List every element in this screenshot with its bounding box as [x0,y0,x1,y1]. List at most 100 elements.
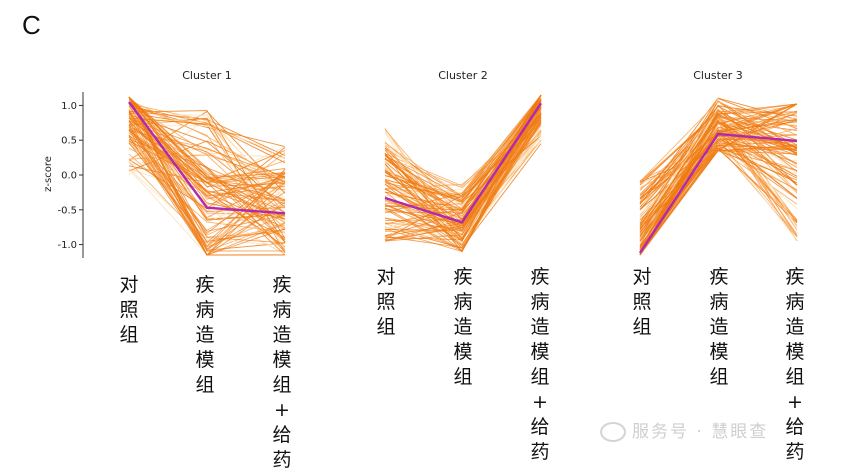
profile-line [128,120,285,256]
profile-line [639,116,798,256]
profile-line [128,118,286,178]
category-label-char: 病 [709,291,729,313]
profile-line [128,110,286,157]
category-label-char: 疾 [272,274,292,296]
profile-line [384,115,542,253]
y-axis-label: z-score [43,156,54,192]
cluster-1-title: Cluster 1 [182,69,232,82]
profile-line [639,113,798,225]
category-label-char: 模 [272,349,292,371]
profile-line [128,161,286,244]
category-label: 疾病造模组 [707,265,731,390]
category-label-char: 药 [530,441,550,463]
cluster-1-plot: Cluster 1 1.0 0.5 0.0 -0.5 -1.0 z-score [43,69,286,258]
profile-line [128,96,286,213]
wechat-icon [600,422,626,442]
category-label-char: + [274,399,290,421]
category-label-char: 药 [272,449,292,471]
category-label: 疾病造模组+给药 [783,265,807,465]
profile-line [128,168,286,247]
category-label-char: 疾 [709,266,729,288]
category-label-char: 疾 [195,274,215,296]
category-label-char: 病 [530,291,550,313]
category-label-char: 造 [530,316,550,338]
profile-line [128,96,286,191]
category-label: 疾病造模组 [193,273,217,398]
category-label-char: 给 [272,424,292,446]
category-label-char: 疾 [530,266,550,288]
profile-line [128,134,286,213]
category-label-char: 组 [632,316,652,338]
profile-line [639,103,798,234]
profile-line [128,105,286,148]
profile-line [128,154,286,229]
category-label-char: 对 [119,274,139,296]
profile-line [128,103,286,215]
profile-line [384,122,542,198]
category-label: 疾病造模组 [451,265,475,390]
category-label-char: 组 [195,374,215,396]
watermark: 服务号 · 慧眼查 [600,417,768,442]
profile-line [384,94,542,220]
category-label-char: 给 [530,416,550,438]
category-label-char: 病 [195,299,215,321]
cluster-3-plot: Cluster 3 [638,69,798,256]
category-label-char: + [787,391,803,413]
profile-line [639,147,798,221]
category-label-char: 造 [272,324,292,346]
y-tick-label: -0.5 [57,205,77,216]
profile-line [128,125,286,156]
watermark-text: 服务号 · 慧眼查 [632,422,769,442]
category-label-char: 造 [453,316,473,338]
profile-line [128,105,286,217]
profile-line [128,98,286,197]
profile-line [639,120,798,256]
y-tick-label: 1.0 [61,101,77,112]
cluster-2-plot: Cluster 2 [384,69,542,253]
profile-line [128,120,286,183]
category-label: 对照组 [374,265,398,340]
category-label-char: 照 [119,299,139,321]
category-label-char: 组 [530,366,550,388]
category-label-char: 组 [119,324,139,346]
category-label-char: 组 [272,374,292,396]
profile-line [128,103,286,248]
category-label-char: 疾 [453,266,473,288]
category-label-char: 病 [272,299,292,321]
category-label-char: 模 [530,341,550,363]
category-label: 疾病造模组 + 给药 [270,273,294,473]
category-label: 对照组 [630,265,654,340]
profile-line [384,112,542,251]
category-label-char: 模 [709,341,729,363]
y-tick-label: 0.0 [61,171,77,182]
profile-line [639,103,798,227]
profile-line [128,130,286,217]
category-label-char: 照 [376,291,396,313]
category-label-char: 造 [785,316,805,338]
category-label-char: + [532,391,548,413]
category-label-char: 对 [376,266,396,288]
profile-line [384,130,542,238]
category-label-char: 病 [785,291,805,313]
category-label-char: 疾 [785,266,805,288]
category-label-char: 对 [632,266,652,288]
y-tick-label: -1.0 [57,240,77,251]
category-label-char: 模 [785,341,805,363]
y-tick-label: 0.5 [61,136,77,147]
centroid-line [384,102,542,224]
category-label-char: 组 [453,366,473,388]
category-label-char: 组 [709,366,729,388]
profile-line [639,147,798,256]
category-label-char: 模 [453,341,473,363]
category-label-char: 组 [785,366,805,388]
profile-line [128,126,286,232]
panel-letter: C [22,10,41,40]
category-label-char: 病 [453,291,473,313]
category-label: 疾病造模组 + 给药 [528,265,552,465]
category-label: 对照组 [117,273,141,348]
profile-line [639,126,798,237]
category-label-char: 药 [785,441,805,463]
profile-line [384,122,542,248]
profile-line [639,110,798,256]
